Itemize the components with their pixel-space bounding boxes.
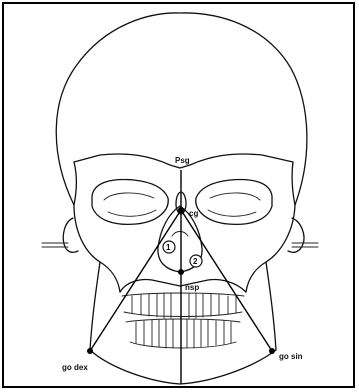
mandible-outline [90,262,276,384]
label-go-sin: go sin [279,352,303,361]
point-cg [178,207,184,213]
orbit-left [92,180,168,225]
point-go-dex [87,348,93,354]
marker-1: 1 [163,241,175,253]
upper-teeth [122,293,244,318]
line-cg-to-go-dex [90,210,181,351]
label-cg: cg [189,209,198,218]
line-cg-to-go-sin [181,210,272,351]
label-nsp: nsp [185,283,199,292]
label-go-dex: go dex [62,363,88,372]
lower-teeth [126,319,240,348]
marker-2: 2 [190,255,202,267]
svg-text:2: 2 [193,257,198,266]
point-go-sin [269,348,275,354]
orbit-right [196,180,272,225]
svg-text:1: 1 [166,243,171,252]
label-psg: Psg [175,156,190,165]
cheek-right [246,205,295,292]
point-nsp [178,269,184,275]
